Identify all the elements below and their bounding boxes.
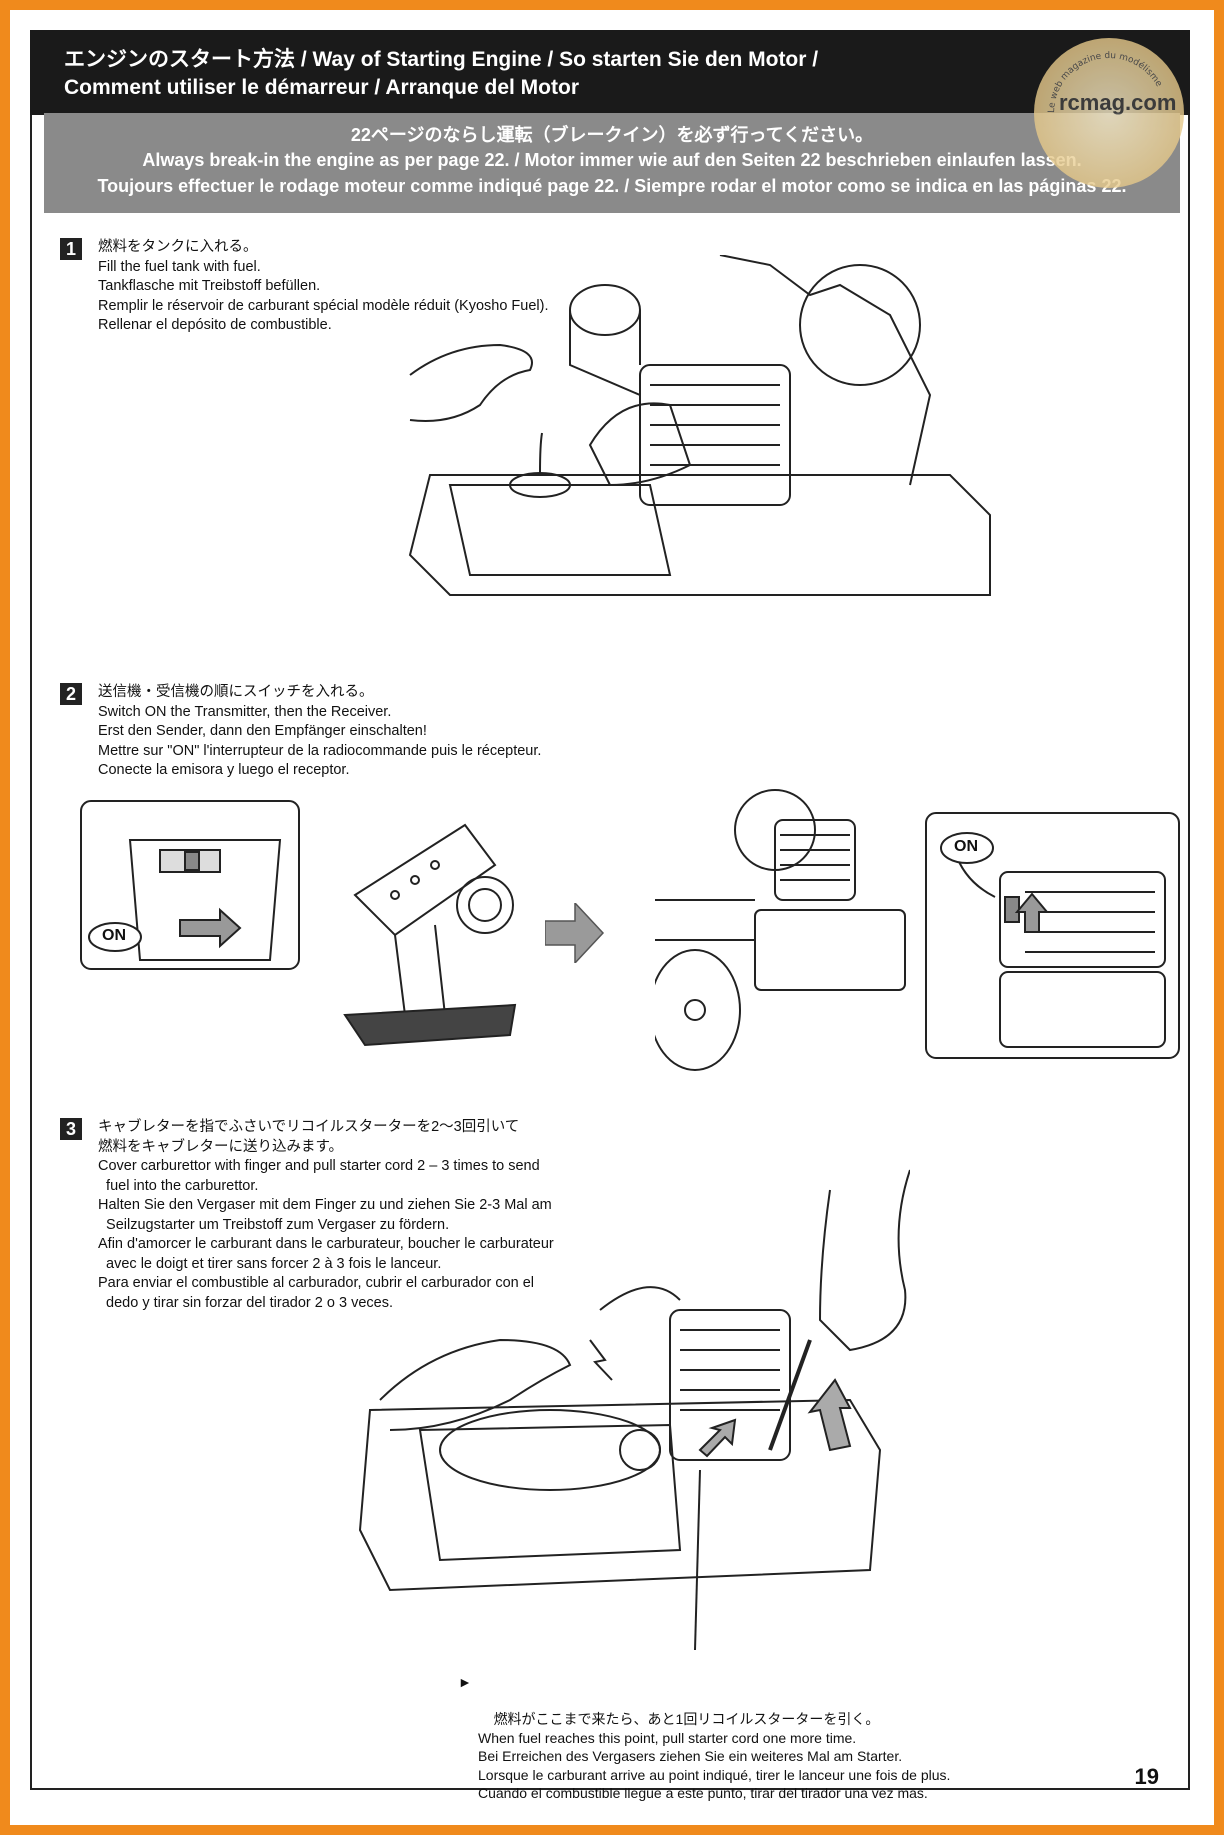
banner-line-3: Toujours effectuer le rodage moteur comm… <box>97 176 1127 196</box>
step-3-number: 3 <box>60 1118 82 1140</box>
pointer-triangle-icon: ► <box>458 1674 472 1690</box>
transmitter-switch-callout: ON <box>80 800 300 970</box>
fuel-point-note: ► 燃料がここまで来たら、あと1回リコイルスターターを引く。 When fuel… <box>458 1673 951 1821</box>
fuel-tank-illustration <box>390 255 1010 655</box>
step-1-text: 燃料をタンクに入れる。 Fill the fuel tank with fuel… <box>98 239 549 333</box>
on-label-transmitter: ON <box>102 927 126 944</box>
on-label-receiver: ON <box>954 838 978 855</box>
banner-line-1: 22ページのならし運転（ブレークイン）を必ず行ってください。 <box>350 125 874 145</box>
title-bar: エンジンのスタート方法 / Way of Starting Engine / S… <box>30 30 1190 115</box>
starter-cord-illustration <box>350 1150 910 1660</box>
receiver-car-illustration <box>655 780 935 1080</box>
banner-line-2: Always break-in the engine as per page 2… <box>142 150 1082 170</box>
page-number: 19 <box>1134 1764 1159 1789</box>
step-2-text: 送信機・受信機の順にスイッチを入れる。 Switch ON the Transm… <box>98 684 542 778</box>
rcmag-watermark-logo: Le web magazine du modélisme rcmag.com <box>1034 38 1184 188</box>
title-line-1: エンジンのスタート方法 / Way of Starting Engine / S… <box>64 48 819 71</box>
step-1-number: 1 <box>60 238 82 260</box>
transmitter-illustration <box>335 805 525 1055</box>
break-in-banner: 22ページのならし運転（ブレークイン）を必ず行ってください。 Always br… <box>44 113 1180 213</box>
fuel-point-note-text: 燃料がここまで来たら、あと1回リコイルスターターを引く。 When fuel r… <box>478 1711 951 1801</box>
title-line-2: Comment utiliser le démarreur / Arranque… <box>64 76 579 99</box>
arrow-right-icon <box>545 903 605 963</box>
step-3-text: キャブレターを指でふさいでリコイルスターターを2〜3回引いて 燃料をキャブレター… <box>98 1119 554 1311</box>
step-2-number: 2 <box>60 683 82 705</box>
manual-page: エンジンのスタート方法 / Way of Starting Engine / S… <box>10 10 1214 1825</box>
receiver-switch-callout: ON <box>925 812 1180 1059</box>
watermark-text: rcmag.com <box>1059 90 1177 115</box>
